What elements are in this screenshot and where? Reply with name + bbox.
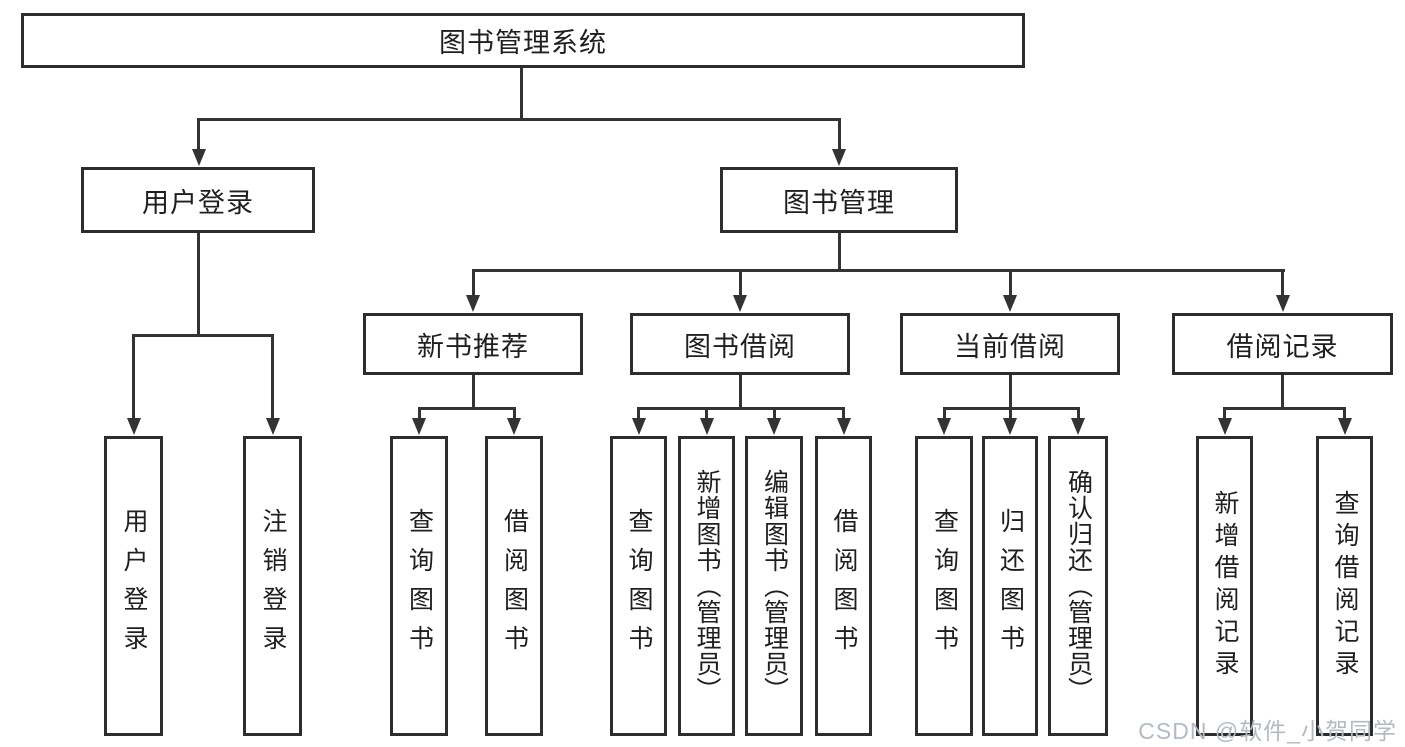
connector-line (705, 407, 708, 419)
connector-line (837, 233, 841, 271)
connector-line (197, 118, 841, 121)
connector-arrow (466, 295, 480, 312)
leaf-query-books-borrowing: 查询图书 (610, 436, 667, 736)
connector-line (132, 334, 274, 337)
node-label: 查询图书 (625, 508, 653, 664)
leaf-edit-books-admin: 编辑图书（管理员） (745, 436, 803, 736)
node-label: 用户登录 (142, 187, 254, 218)
connector-line (1008, 375, 1012, 408)
leaf-add-borrow-record: 新增借阅记录 (1196, 436, 1253, 736)
connector-arrow (832, 149, 846, 166)
node-current-borrowing: 当前借阅 (900, 313, 1120, 375)
node-label: 确认归还（管理员） (1064, 469, 1093, 703)
connector-line (837, 118, 841, 150)
node-label: 查询图书 (405, 508, 434, 664)
connector-line (471, 375, 475, 408)
connector-arrow (1003, 295, 1017, 312)
connector-line (637, 407, 640, 419)
connector-line (132, 334, 135, 419)
connector-line (1281, 269, 1284, 298)
connector-arrow (191, 149, 206, 166)
connector-arrow (1003, 418, 1017, 435)
node-label: 借阅记录 (1226, 331, 1339, 362)
node-borrowing-records: 借阅记录 (1172, 313, 1393, 375)
connector-arrow (937, 418, 951, 435)
connector-line (417, 407, 516, 410)
node-label: 借阅图书 (500, 508, 529, 664)
connector-arrow (733, 295, 747, 312)
connector-line (637, 407, 845, 410)
connector-arrow (126, 418, 141, 435)
connector-arrow (1217, 418, 1232, 435)
connector-line (1008, 407, 1012, 419)
connector-line (738, 269, 742, 298)
leaf-add-books-admin: 新增图书（管理员） (678, 436, 735, 736)
connector-arrow (1071, 418, 1085, 435)
connector-line (1281, 375, 1284, 408)
node-label: 归还图书 (996, 508, 1025, 664)
connector-line (271, 334, 274, 419)
node-label: 查询图书 (930, 508, 959, 664)
node-book-management: 图书管理 (720, 167, 958, 233)
connector-line (1343, 407, 1346, 419)
connector-line (1223, 407, 1346, 410)
connector-line (197, 233, 200, 336)
leaf-query-books-current: 查询图书 (915, 436, 973, 736)
leaf-user-login: 用户登录 (104, 436, 163, 736)
connector-line (1076, 407, 1080, 419)
leaf-confirm-return-admin: 确认归还（管理员） (1048, 436, 1108, 736)
node-label: 注销登录 (259, 508, 287, 664)
leaf-borrow-books-borrowing: 借阅图书 (815, 436, 872, 736)
leaf-query-books-recommend: 查询图书 (390, 436, 448, 736)
connector-line (471, 269, 475, 298)
leaf-return-books: 归还图书 (982, 436, 1038, 736)
node-label: 用户登录 (120, 508, 148, 664)
leaf-borrow-books-recommend: 借阅图书 (485, 436, 543, 736)
leaf-query-borrow-record: 查询借阅记录 (1316, 436, 1373, 736)
node-label: 新增图书（管理员） (693, 469, 721, 703)
node-label: 当前借阅 (954, 331, 1066, 362)
leaf-logout: 注销登录 (243, 436, 302, 736)
node-label: 新增借阅记录 (1211, 490, 1239, 682)
csdn-watermark: CSDN @软件_小贺同学 (1138, 718, 1397, 744)
node-label: 查询借阅记录 (1331, 490, 1359, 682)
node-new-book-recommend: 新书推荐 (363, 313, 583, 375)
node-label: 图书管理系统 (439, 28, 607, 58)
connector-line (842, 407, 845, 419)
node-label: 新书推荐 (417, 331, 529, 362)
node-library-management-system: 图书管理系统 (21, 13, 1025, 68)
node-label: 编辑图书（管理员） (760, 469, 789, 703)
connector-line (1008, 269, 1012, 298)
connector-arrow (412, 418, 426, 435)
connector-line (471, 269, 1285, 272)
connector-line (520, 68, 523, 120)
connector-arrow (1275, 295, 1290, 312)
connector-arrow (1337, 418, 1352, 435)
node-label: 图书管理 (783, 187, 895, 218)
connector-line (772, 407, 776, 419)
node-label: 图书借阅 (684, 331, 796, 362)
connector-line (1223, 407, 1226, 419)
connector-line (942, 407, 946, 419)
connector-arrow (836, 418, 851, 435)
connector-arrow (699, 418, 714, 435)
node-book-borrowing: 图书借阅 (630, 313, 850, 375)
connector-line (738, 375, 742, 408)
node-user-login: 用户登录 (81, 167, 315, 233)
connector-arrow (265, 418, 280, 435)
connector-line (197, 118, 200, 150)
node-label: 借阅图书 (830, 508, 858, 664)
connector-arrow (767, 418, 781, 435)
connector-arrow (507, 418, 521, 435)
connector-line (512, 407, 516, 419)
connector-line (417, 407, 421, 419)
connector-arrow (631, 418, 646, 435)
